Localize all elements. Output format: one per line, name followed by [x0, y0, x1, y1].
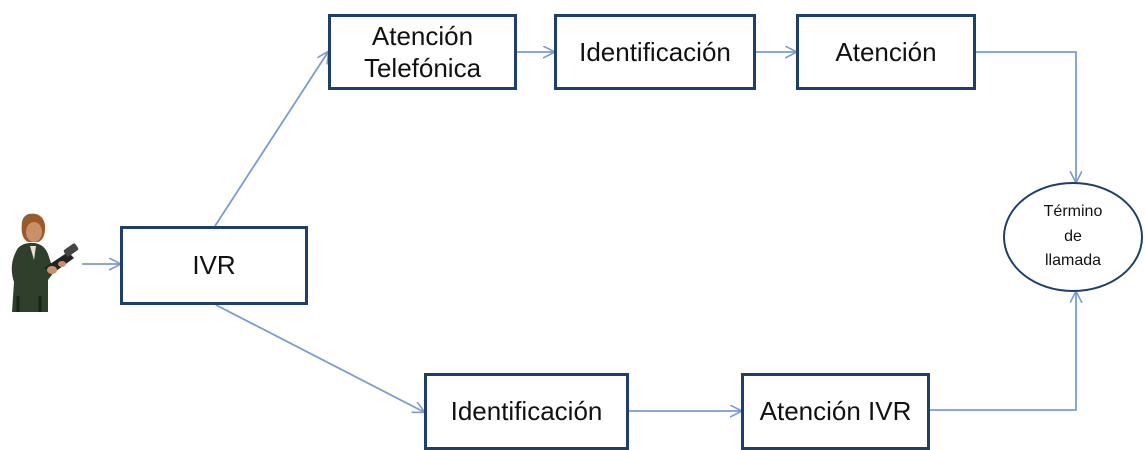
node-identificacion-top: Identificación [554, 14, 756, 90]
arrow-ivr-to-atencion-telefonica [214, 52, 328, 227]
node-atencion-telefonica: Atención Telefónica [328, 14, 517, 90]
node-atencion: Atención [796, 14, 976, 90]
node-identificacion-bottom-label: Identificación [450, 396, 603, 427]
node-atencion-ivr: Atención IVR [741, 373, 930, 450]
node-ivr-label: IVR [192, 250, 236, 281]
node-identificacion-bottom: Identificación [424, 373, 629, 450]
node-identificacion-top-label: Identificación [579, 36, 731, 67]
arrow-ivr-to-identificacion-bottom [215, 304, 424, 412]
caller-person-icon [11, 213, 79, 312]
arrow-atencion-to-termino [976, 51, 1076, 182]
node-ivr: IVR [120, 226, 308, 305]
node-termino-label: Término de llamada [1043, 202, 1103, 270]
node-termino-de-llamada: Término de llamada [1003, 182, 1143, 292]
node-atencion-label: Atención [835, 36, 937, 67]
arrow-atencion-ivr-to-termino [930, 292, 1076, 411]
node-atencion-telefonica-label: Atención Telefónica [363, 20, 482, 84]
node-atencion-ivr-label: Atención IVR [759, 396, 912, 427]
